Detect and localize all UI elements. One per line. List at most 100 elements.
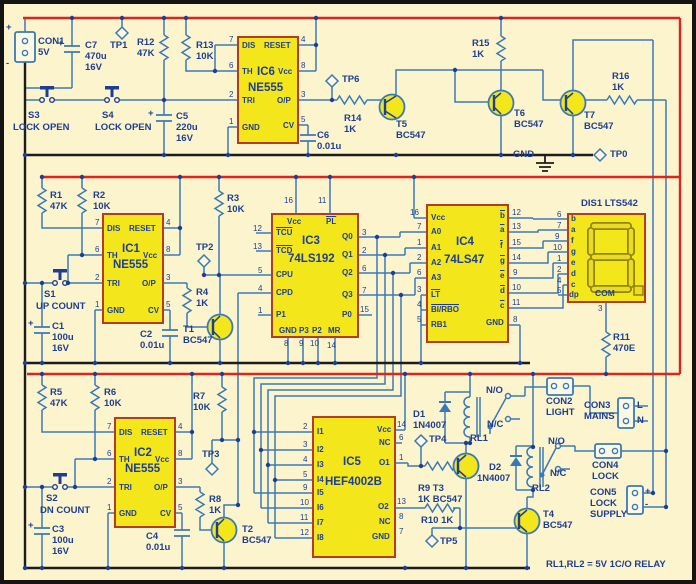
con5-label: CON5 LOCK SUPPLY	[590, 487, 628, 520]
r13-label: R13 10K	[196, 40, 214, 62]
r1-label: R1 47K	[50, 190, 68, 212]
ic5-pin9: 9	[303, 483, 308, 492]
ic6-dis: DIS	[242, 41, 256, 50]
ic3-pin14: 14	[327, 341, 336, 350]
ic1-pin1: 1	[95, 300, 100, 309]
ic5-i1: I1	[317, 427, 324, 436]
ic6-gnd: GND	[242, 123, 260, 132]
ic-boxes	[102, 36, 646, 558]
ic5-pin12: 12	[300, 528, 309, 537]
ic6-pin8: 8	[301, 61, 306, 70]
ic2-cv: CV	[160, 509, 172, 518]
s4-label: LOCK OPEN	[95, 122, 152, 133]
dis-pin10: 10	[553, 243, 562, 252]
dis-b: b	[571, 214, 576, 223]
ic5-part: HEF4002B	[325, 476, 382, 488]
connector-con3	[617, 397, 635, 429]
ic3-gnd: GND	[279, 326, 297, 335]
ic4-f: f	[500, 241, 503, 250]
transistor-t6	[487, 89, 515, 117]
c5-plus: +	[148, 108, 154, 119]
ic3-pin7: 7	[362, 286, 367, 295]
ic1-pin6: 6	[95, 245, 100, 254]
ic1-vcc: Vcc	[143, 251, 158, 260]
ic2-part: NE555	[125, 463, 161, 475]
diode-d1	[439, 403, 451, 412]
ic6-part: NE555	[248, 82, 284, 94]
ic4-pin8: 8	[513, 315, 518, 324]
ic2-pin8: 8	[178, 449, 183, 458]
ic3-pin1: 1	[258, 306, 263, 315]
ic2-tri: TRI	[119, 483, 132, 492]
s2-label: DN COUNT	[40, 505, 91, 516]
ic2-pin5: 5	[178, 503, 183, 512]
ic5-pin4: 4	[303, 455, 308, 464]
ic4-pin3: 3	[417, 285, 422, 294]
switch-s3	[40, 86, 54, 90]
ic3-p3: P3	[299, 326, 309, 335]
r11-label: R11 470E	[613, 332, 636, 354]
ic4-e: e	[500, 271, 505, 280]
switch-s4	[105, 86, 119, 90]
ic4-pin16: 16	[410, 208, 419, 217]
t2-label: T2 BC547	[242, 524, 272, 546]
relay-contacts	[487, 392, 562, 478]
seven-segment-digit	[587, 222, 644, 296]
r14-label: R14 1K	[344, 113, 362, 135]
ic1-part: NE555	[113, 259, 149, 271]
ic4-pin12: 12	[512, 208, 521, 217]
dis-pin1: 1	[557, 254, 562, 263]
ic5-body	[312, 416, 396, 558]
c1-plus: +	[28, 318, 34, 329]
con3-label: CON3 MAINS	[584, 400, 615, 422]
ic2-pin2: 2	[107, 477, 112, 486]
ic6-body	[237, 36, 299, 144]
ic3-body	[271, 213, 359, 338]
connectors	[14, 31, 644, 515]
ic1-th: TH	[107, 251, 118, 260]
ic4-pin7: 7	[417, 222, 422, 231]
ic6-pin5: 5	[301, 115, 306, 124]
d1-ref: D1	[413, 409, 426, 420]
ic1-dis: DIS	[107, 224, 121, 233]
t5-label: T5 BC547	[396, 119, 426, 141]
ic4-pin1: 1	[417, 238, 422, 247]
c4-label: C4 0.01u	[146, 531, 171, 553]
ic4-bi-rbo: BI/RBO	[431, 305, 459, 314]
decimal-point	[633, 285, 644, 296]
ic2-pin4: 4	[178, 422, 183, 431]
ic6-pin3: 3	[301, 90, 306, 99]
ic1-pin8: 8	[166, 245, 171, 254]
ic1-pin7: 7	[95, 218, 100, 227]
connector-con4	[594, 443, 622, 459]
ic2-pin6: 6	[107, 449, 112, 458]
ic3-q2: Q2	[342, 268, 353, 277]
d2-ref: D2	[489, 462, 502, 473]
ic4-lt: LT	[431, 290, 441, 299]
ic2-reset: RESET	[141, 428, 168, 437]
relay-contact-arms	[489, 397, 557, 476]
ic5-o2: O2	[378, 502, 389, 511]
switches	[39, 86, 120, 491]
dis-com: COM	[595, 288, 615, 298]
ic3-pin2: 2	[362, 246, 367, 255]
testpoint-tp3	[204, 461, 220, 477]
relay-note: RL1,RL2 = 5V 1C/O RELAY	[546, 559, 666, 570]
testpoint-tp2	[196, 253, 212, 269]
t4-label: T4 BC547	[543, 509, 573, 531]
dis-pin9: 9	[555, 232, 560, 241]
con3-l: L	[637, 400, 643, 411]
con1-label: CON1 5V	[38, 36, 65, 58]
ic4-g: g	[500, 256, 505, 265]
ic5-pin7: 7	[399, 527, 404, 536]
r4-label: R4 1K	[196, 287, 209, 309]
rl2-label: RL2	[532, 483, 550, 494]
testpoint-tp0	[592, 147, 608, 163]
con4-label: CON4 LOCK	[592, 460, 619, 482]
ic6-cv: CV	[283, 121, 295, 130]
ground-symbol	[536, 155, 554, 172]
ic3-q0: Q0	[342, 232, 353, 241]
s4-ref: S4	[102, 110, 114, 121]
ic2-pin1: 1	[107, 503, 112, 512]
